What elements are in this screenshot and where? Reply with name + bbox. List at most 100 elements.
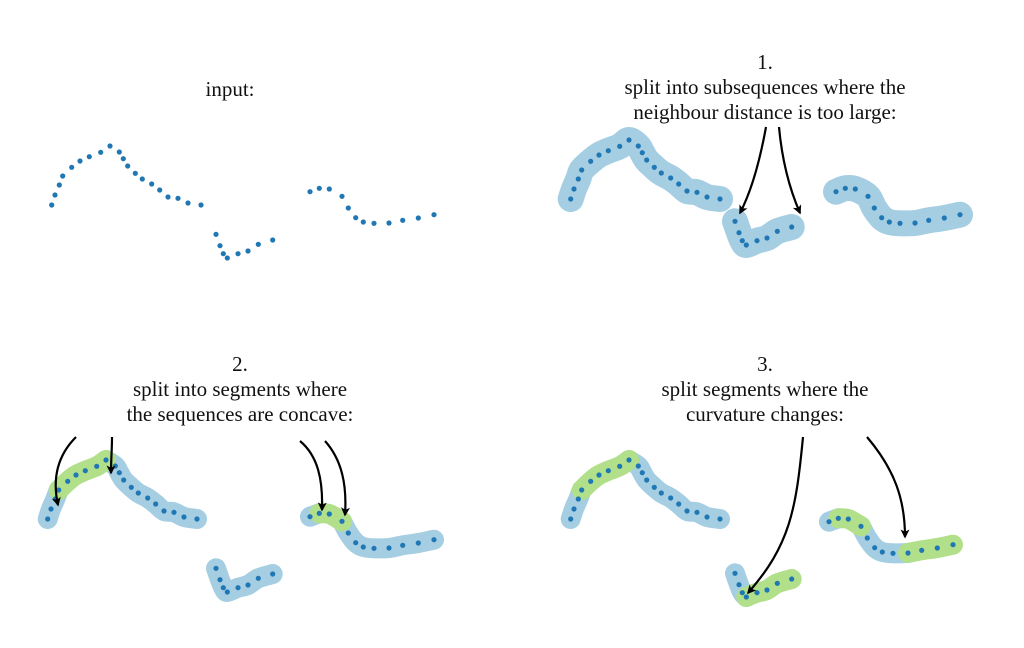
data-point bbox=[736, 582, 742, 588]
data-point bbox=[704, 194, 710, 200]
data-point bbox=[774, 580, 780, 586]
data-point bbox=[639, 150, 645, 156]
data-point bbox=[588, 478, 594, 484]
blue-segment-region bbox=[823, 174, 973, 237]
data-point bbox=[694, 189, 700, 195]
data-point bbox=[835, 515, 841, 521]
data-point bbox=[339, 193, 345, 199]
data-point bbox=[415, 215, 421, 221]
data-point bbox=[161, 508, 167, 514]
data-point bbox=[644, 477, 650, 483]
data-point bbox=[919, 547, 925, 553]
data-point bbox=[845, 516, 851, 522]
data-point bbox=[635, 463, 641, 469]
data-point bbox=[676, 501, 682, 507]
data-point bbox=[353, 540, 359, 546]
data-point bbox=[145, 495, 151, 501]
panel-title-step1: 1. split into subsequences where the nei… bbox=[560, 50, 970, 125]
data-point bbox=[132, 170, 138, 176]
data-point bbox=[588, 158, 594, 164]
data-point bbox=[575, 496, 581, 502]
data-point bbox=[194, 516, 200, 522]
data-point bbox=[684, 508, 690, 514]
label-line: split segments where the bbox=[661, 377, 869, 401]
data-point bbox=[77, 158, 83, 164]
data-point bbox=[789, 224, 795, 230]
data-point bbox=[789, 576, 795, 582]
data-point bbox=[571, 506, 577, 512]
data-point bbox=[596, 472, 602, 478]
data-point bbox=[617, 463, 623, 469]
data-point bbox=[617, 143, 623, 149]
data-point bbox=[60, 173, 66, 179]
data-point bbox=[568, 196, 574, 202]
data-point bbox=[45, 516, 51, 522]
data-point bbox=[213, 231, 219, 237]
data-point bbox=[103, 457, 109, 463]
annotation-arrow bbox=[299, 440, 327, 512]
data-point bbox=[644, 157, 650, 163]
data-point bbox=[736, 230, 742, 236]
data-point bbox=[171, 509, 177, 515]
data-point bbox=[635, 143, 641, 149]
step-number: 2. bbox=[232, 352, 248, 376]
data-point bbox=[98, 149, 104, 155]
data-point bbox=[235, 585, 241, 591]
label-line: curvature changes: bbox=[685, 402, 844, 426]
data-point bbox=[217, 243, 223, 249]
data-point bbox=[704, 514, 710, 520]
data-point bbox=[957, 212, 963, 218]
label-line: split into segments where bbox=[132, 377, 348, 401]
data-point bbox=[56, 487, 62, 493]
panel-title-input: input: bbox=[130, 77, 330, 102]
data-point bbox=[69, 164, 75, 170]
data-point bbox=[605, 468, 611, 474]
green-segment-region bbox=[898, 534, 963, 563]
annotation-arrow bbox=[51, 436, 77, 507]
annotation-arrow bbox=[739, 126, 768, 215]
data-point bbox=[82, 468, 88, 474]
data-point bbox=[371, 545, 377, 551]
annotation-arrow bbox=[106, 436, 116, 475]
data-point bbox=[774, 228, 780, 234]
data-point bbox=[326, 511, 332, 517]
data-point bbox=[579, 167, 585, 173]
data-point bbox=[48, 506, 54, 512]
data-point bbox=[941, 215, 947, 221]
label-line: neighbour distance is too large: bbox=[633, 100, 897, 124]
data-point bbox=[879, 215, 885, 221]
data-point bbox=[871, 205, 877, 211]
data-point bbox=[224, 589, 230, 595]
data-point bbox=[181, 514, 187, 520]
data-point bbox=[386, 220, 392, 226]
data-point bbox=[353, 215, 359, 221]
data-point bbox=[255, 575, 261, 581]
data-point bbox=[224, 255, 230, 261]
data-point bbox=[120, 156, 126, 162]
data-point bbox=[255, 241, 261, 247]
data-point bbox=[575, 176, 581, 182]
data-point bbox=[852, 186, 858, 192]
data-point bbox=[579, 487, 585, 493]
data-point bbox=[879, 549, 885, 555]
label-line: split into subsequences where the bbox=[624, 75, 906, 99]
data-point bbox=[743, 594, 749, 600]
green-segment-region bbox=[571, 450, 639, 500]
data-point bbox=[926, 217, 932, 223]
data-point bbox=[52, 192, 58, 198]
data-point bbox=[245, 582, 251, 588]
data-point bbox=[235, 251, 241, 257]
data-point bbox=[668, 175, 674, 181]
data-point bbox=[217, 577, 223, 583]
data-point bbox=[185, 200, 191, 206]
data-point bbox=[175, 195, 181, 201]
data-point bbox=[568, 516, 574, 522]
data-point bbox=[116, 470, 122, 476]
data-point bbox=[754, 590, 760, 596]
data-point bbox=[431, 212, 437, 218]
step-number: 1. bbox=[757, 50, 773, 74]
data-point bbox=[865, 193, 871, 199]
data-point bbox=[694, 509, 700, 515]
data-point bbox=[153, 501, 159, 507]
